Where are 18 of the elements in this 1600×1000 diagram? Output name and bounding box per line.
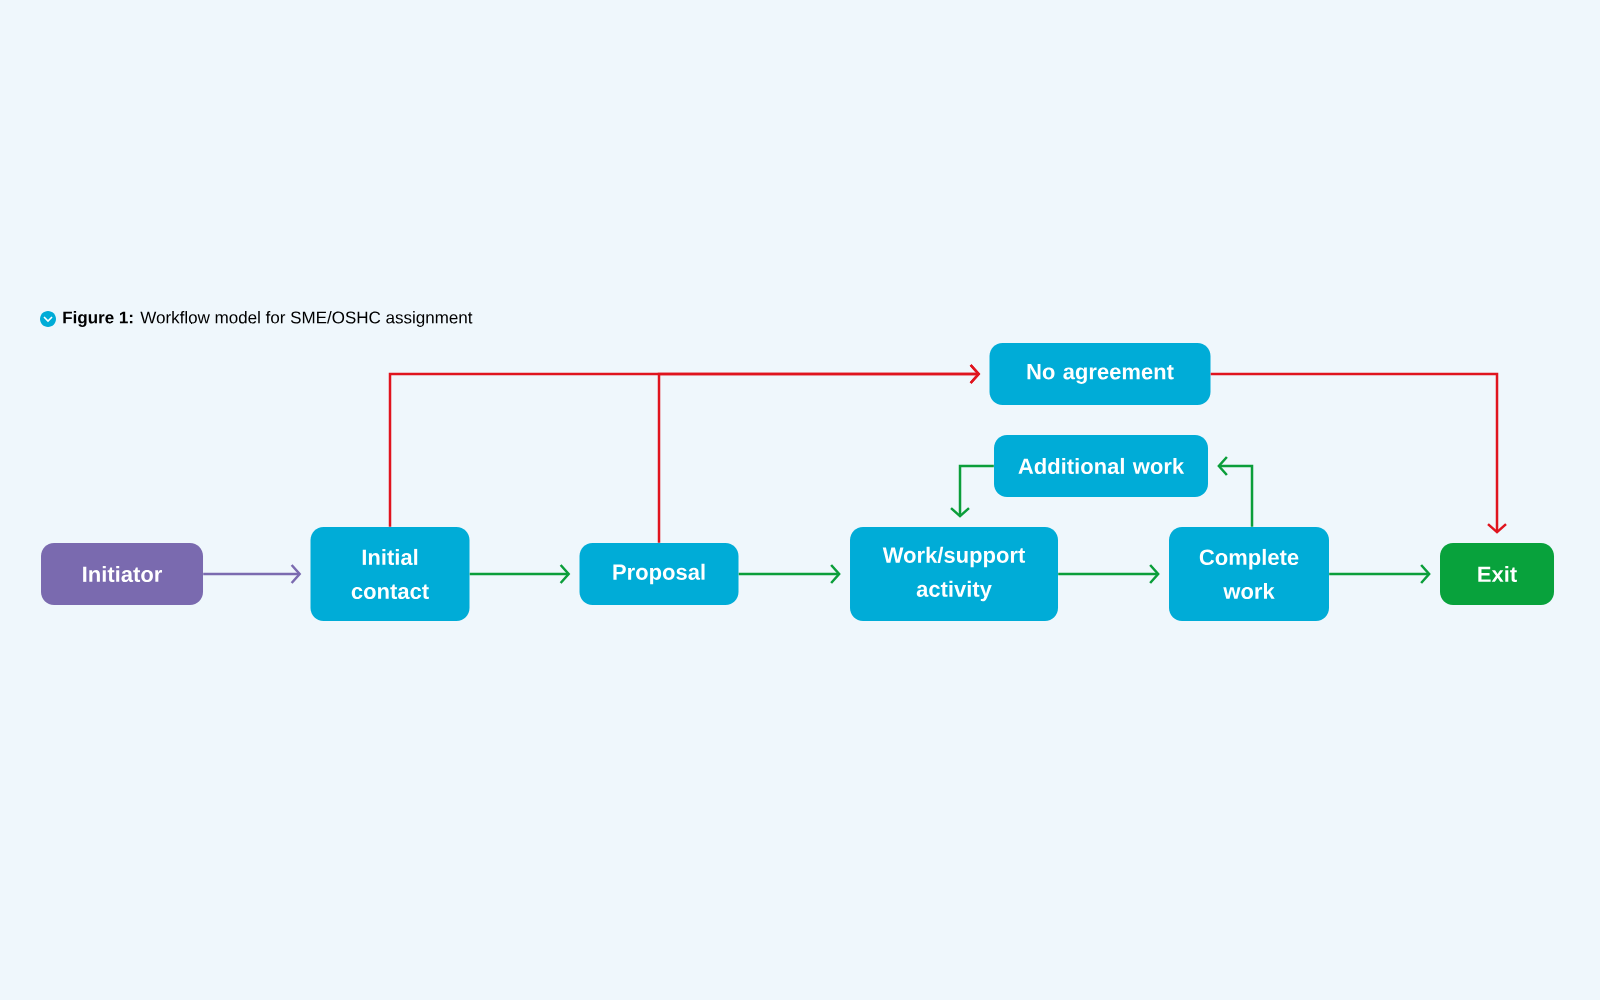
arrow — [1329, 564, 1431, 584]
arrow — [950, 464, 994, 518]
process-box: Work/support activity — [850, 527, 1058, 621]
arrow — [657, 364, 981, 543]
process-box: No agreement — [989, 343, 1211, 405]
arrow — [469, 564, 571, 584]
arrow — [1058, 564, 1160, 584]
process-box: Initiator — [41, 543, 203, 605]
arrow — [203, 564, 302, 584]
process-box: Exit — [1440, 543, 1554, 605]
arrow — [1217, 456, 1254, 527]
process-box: Complete work — [1169, 527, 1329, 621]
process-box: Initial contact — [310, 527, 470, 621]
arrow — [1210, 372, 1507, 534]
process-box: Additional work — [994, 435, 1208, 497]
figure-title: Figure 1: Workflow model for SME/OSHC assignment — [63, 311, 473, 327]
process-box: Proposal — [579, 543, 739, 605]
arrow — [738, 564, 841, 584]
